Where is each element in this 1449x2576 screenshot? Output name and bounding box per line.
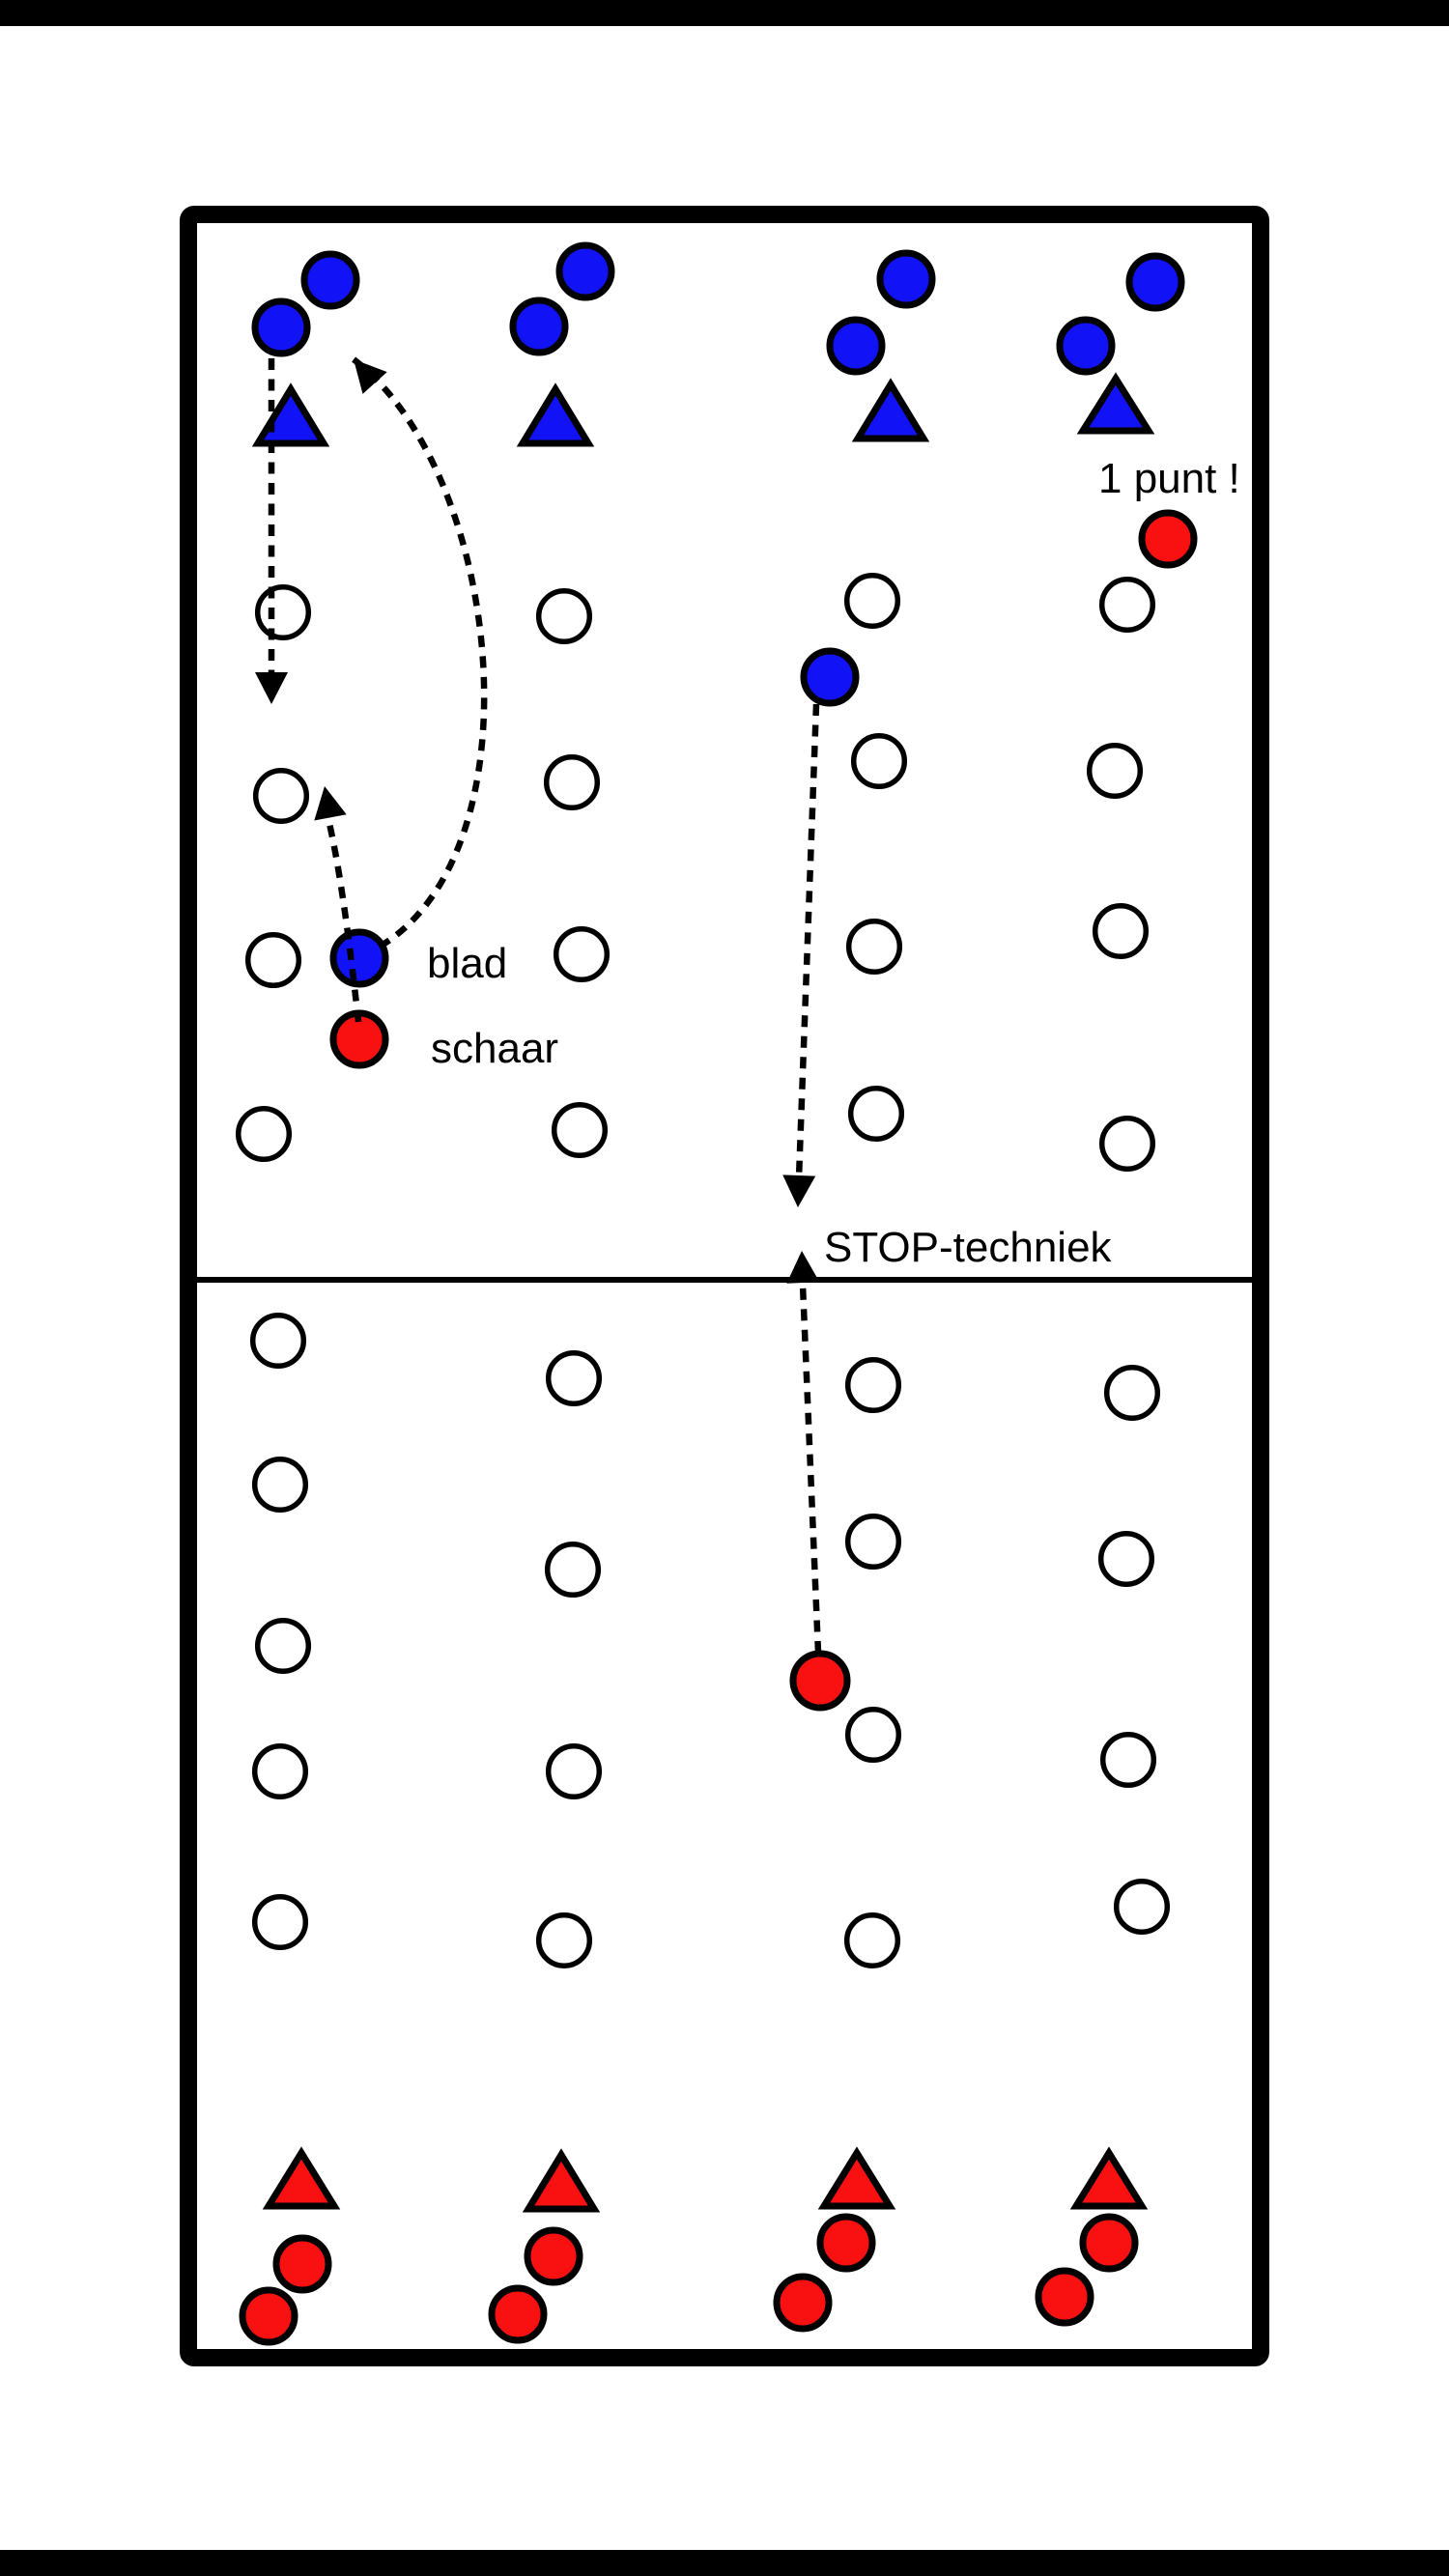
svg-text:schaar: schaar [431, 1025, 558, 1072]
svg-text:blad: blad [427, 940, 507, 987]
svg-text:1 punt !: 1 punt ! [1098, 455, 1240, 502]
svg-text:STOP-techniek: STOP-techniek [824, 1224, 1113, 1271]
